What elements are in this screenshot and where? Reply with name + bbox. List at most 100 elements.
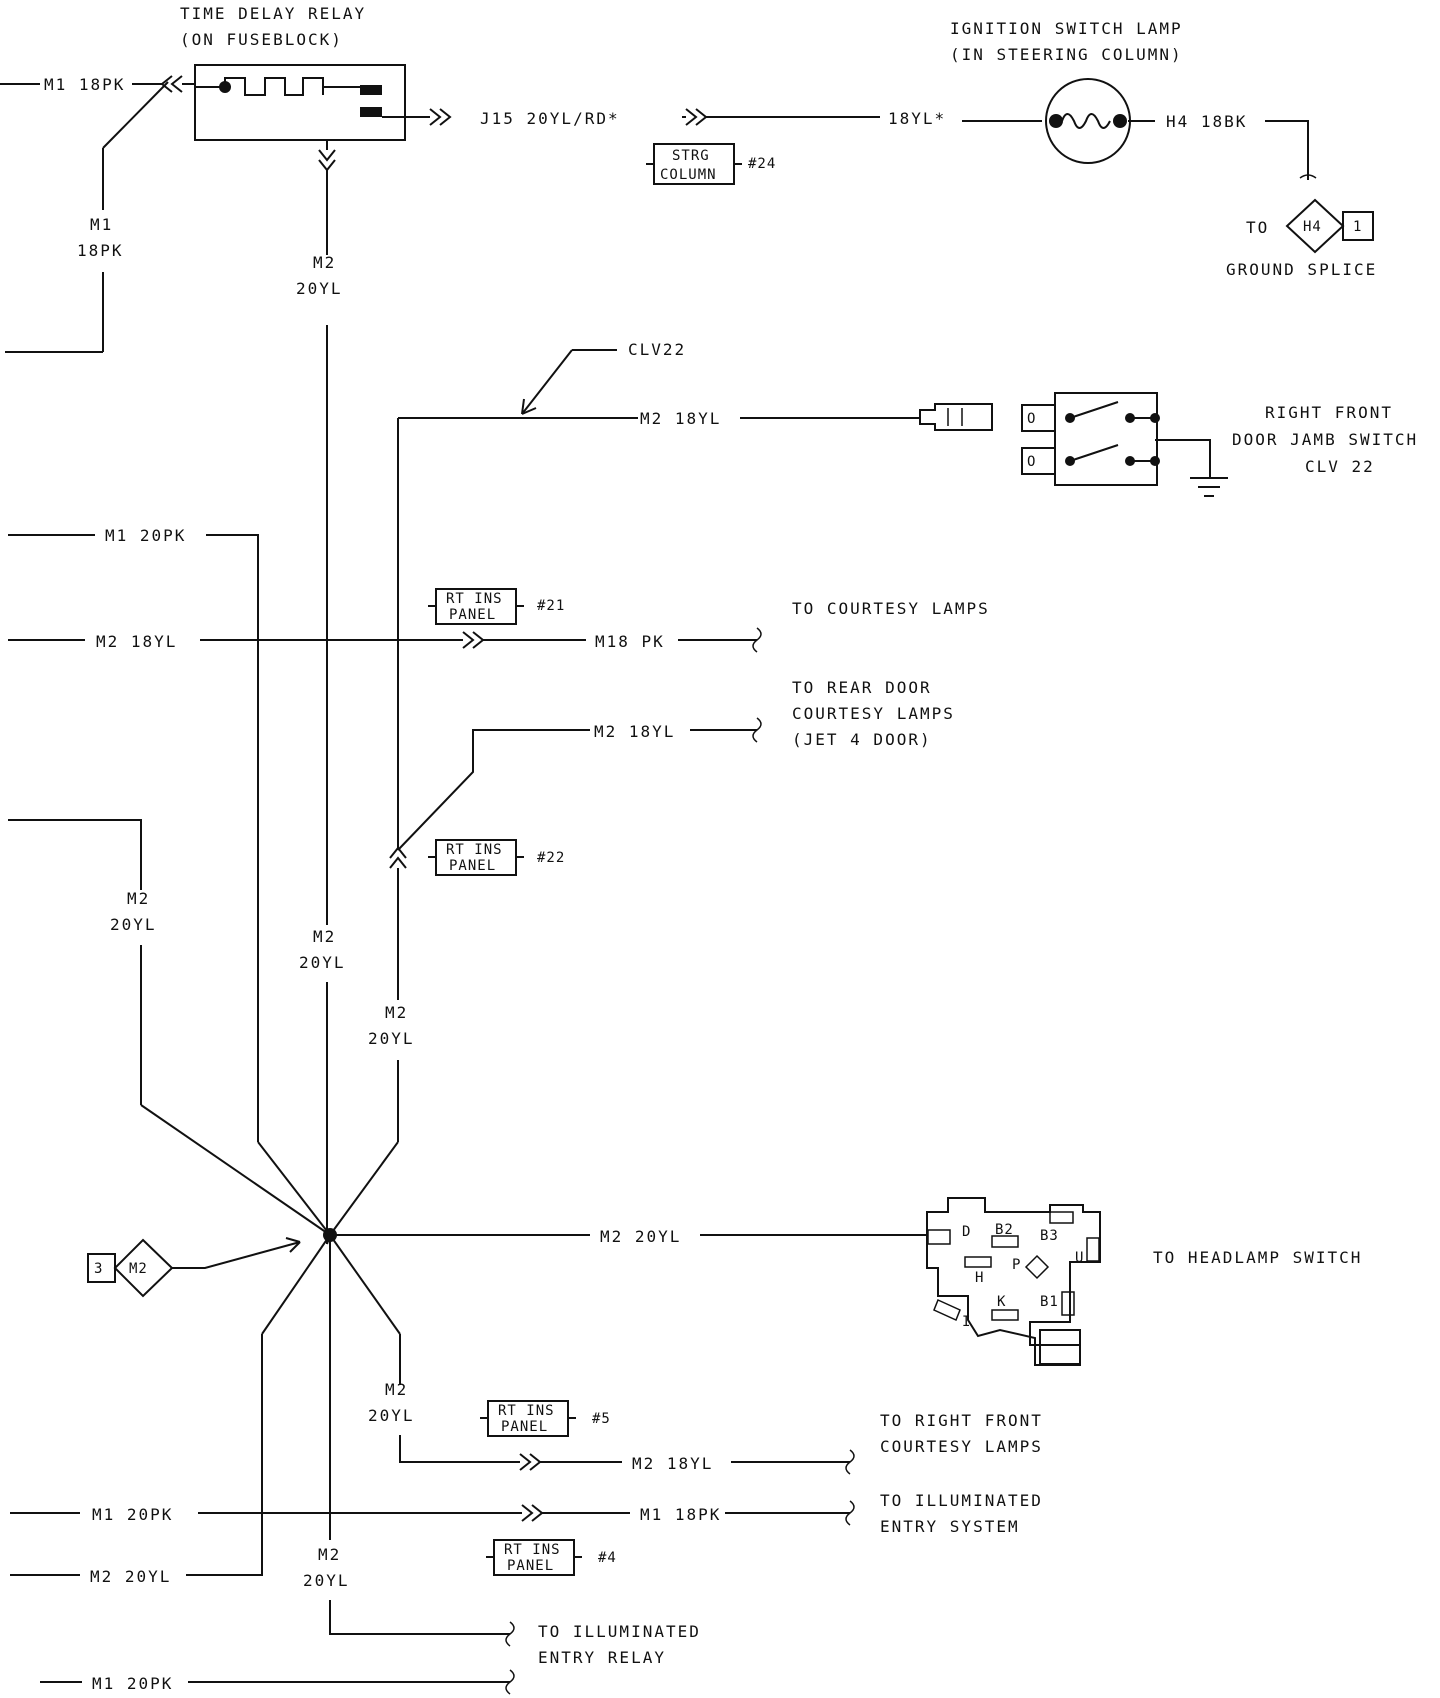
wire-m2-vert-label-b: 20YL	[299, 953, 346, 972]
connector-arrow	[160, 75, 183, 93]
splice-h4-pin: 1	[1353, 219, 1362, 235]
rt-ins-label: RT INS	[504, 1542, 561, 1558]
wire-m2-18yl-label: M2 18YL	[96, 632, 177, 651]
dest-rear-door-2: COURTESY LAMPS	[792, 704, 955, 723]
headlamp-switch	[926, 1197, 1101, 1366]
wire-m2-vert-label-b: 20YL	[368, 1406, 415, 1425]
connector-5-label: #5	[592, 1411, 611, 1427]
relay-contact-lower	[360, 107, 382, 117]
svg-text:O: O	[1027, 454, 1036, 470]
rt-ins-label: RT INS	[446, 591, 503, 607]
dest-rf-courtesy-2: COURTESY LAMPS	[880, 1437, 1043, 1456]
dest-ill-entry-sys-2: ENTRY SYSTEM	[880, 1517, 1020, 1536]
door-jamb-label-3: CLV 22	[1305, 457, 1375, 476]
dest-courtesy-lamps: TO COURTESY LAMPS	[792, 599, 990, 618]
pin-u: U	[1075, 1250, 1084, 1266]
splice-h4-label: H4	[1303, 219, 1322, 235]
wire-m2-vert-label-a: M2	[313, 253, 336, 272]
splice-h4-diamond	[1285, 198, 1345, 254]
panel-label: PANEL	[449, 607, 496, 623]
wire-h4-18bk-label: H4 18BK	[1166, 112, 1247, 131]
dest-rear-door-1: TO REAR DOOR	[792, 678, 932, 697]
wire-18yl-star-label: 18YL*	[888, 109, 946, 128]
door-jamb-switch	[1054, 392, 1158, 486]
ground-splice-to-label: TO	[1246, 218, 1269, 237]
connector-column-label: COLUMN	[660, 167, 717, 183]
wire-j15-label: J15 20YL/RD*	[480, 109, 620, 128]
connector-arrow	[519, 1453, 542, 1471]
connector-rt-ins-panel-4	[493, 1539, 575, 1576]
time-delay-relay	[194, 64, 406, 141]
wire-m2-18yl-label: M2 18YL	[594, 722, 675, 741]
pin-b1: B1	[1040, 1294, 1059, 1310]
rt-ins-label: RT INS	[498, 1403, 555, 1419]
wire-m2-vert-label-a: M2	[318, 1545, 341, 1564]
connector-arrow	[685, 108, 708, 126]
connector-arrow	[521, 1504, 544, 1522]
relay-contact-upper	[360, 85, 382, 95]
wire-m2-vert-label-a: M2	[313, 927, 336, 946]
wire-m1-20pk-label: M1 20PK	[92, 1505, 173, 1524]
rt-ins-label: RT INS	[446, 842, 503, 858]
door-jamb-label-2: DOOR JAMB SWITCH	[1232, 430, 1418, 449]
splice-h4-pin-box	[1342, 211, 1374, 241]
connector-rt-ins-panel-21	[435, 588, 517, 625]
dest-rf-courtesy-1: TO RIGHT FRONT	[880, 1411, 1043, 1430]
wire-m1-vert-label-a: M1	[90, 215, 113, 234]
lamp-filament	[1061, 113, 1111, 129]
wire-m2-20yl-label: M2 20YL	[600, 1227, 681, 1246]
connector-24-label: #24	[748, 156, 776, 172]
ignition-lamp-title: IGNITION SWITCH LAMP	[950, 19, 1183, 38]
pin-k: K	[997, 1294, 1006, 1310]
splice-m2-diamond	[113, 1238, 174, 1298]
wire-m2-vert-label-b: 20YL	[296, 279, 343, 298]
wire-m1-18pk-label: M1 18PK	[44, 75, 125, 94]
pin-i: I	[962, 1314, 971, 1330]
wire-m2-vert-label-a: M2	[385, 1380, 408, 1399]
door-jamb-label-1: RIGHT FRONT	[1265, 403, 1393, 422]
connector-arrow	[462, 631, 485, 649]
svg-text:O: O	[1027, 411, 1036, 427]
pin-p: P	[1012, 1257, 1021, 1273]
connector-arrow	[389, 846, 407, 869]
dest-headlamp-switch: TO HEADLAMP SWITCH	[1153, 1248, 1362, 1267]
pin-d: D	[962, 1224, 971, 1240]
wire-m2-20yl-label: M2 20YL	[90, 1567, 171, 1586]
wire-m1-20pk-label: M1 20PK	[92, 1674, 173, 1693]
panel-label: PANEL	[449, 858, 496, 874]
connector-arrow	[318, 149, 336, 172]
relay-title: TIME DELAY RELAY	[180, 4, 366, 23]
connector-strg-label: STRG	[672, 148, 710, 164]
wire-m1-20pk-label: M1 20PK	[105, 526, 186, 545]
dest-ill-entry-relay-1: TO ILLUMINATED	[538, 1622, 701, 1641]
pin-b2: B2	[995, 1222, 1014, 1238]
wire-m2-vert-label-a: M2	[127, 889, 150, 908]
wire-m1-18pk-label: M1 18PK	[640, 1505, 721, 1524]
connector-4-label: #4	[598, 1550, 617, 1566]
panel-label: PANEL	[501, 1419, 548, 1435]
wire-m2-vert-label-b: 20YL	[368, 1029, 415, 1048]
ground-splice-label: GROUND SPLICE	[1226, 260, 1377, 279]
dest-ill-entry-relay-2: ENTRY RELAY	[538, 1648, 666, 1667]
door-jamb-connector	[919, 403, 993, 431]
dest-ill-entry-sys-1: TO ILLUMINATED	[880, 1491, 1043, 1510]
clv22-label: CLV22	[628, 340, 686, 359]
pin-h: H	[975, 1270, 984, 1286]
wire-m2-18yl-label: M2 18YL	[640, 409, 721, 428]
splice-m2-label: M2	[129, 1261, 148, 1277]
wire-m2-vert-label-b: 20YL	[110, 915, 157, 934]
dest-rear-door-3: (JET 4 DOOR)	[792, 730, 932, 749]
wire-m18-pk-label: M18 PK	[595, 632, 665, 651]
relay-location: (ON FUSEBLOCK)	[180, 30, 343, 49]
ignition-lamp-location: (IN STEERING COLUMN)	[950, 45, 1183, 64]
wire-m2-vert-label-a: M2	[385, 1003, 408, 1022]
wire-m2-18yl-label: M2 18YL	[632, 1454, 713, 1473]
connector-arrow	[429, 108, 452, 126]
wire-m2-vert-label-b: 20YL	[303, 1571, 350, 1590]
splice-m2-pin: 3	[94, 1261, 103, 1277]
wire-m1-vert-label-b: 18PK	[77, 241, 124, 260]
panel-label: PANEL	[507, 1558, 554, 1574]
connector-21-label: #21	[537, 598, 565, 614]
pin-b3: B3	[1040, 1228, 1059, 1244]
